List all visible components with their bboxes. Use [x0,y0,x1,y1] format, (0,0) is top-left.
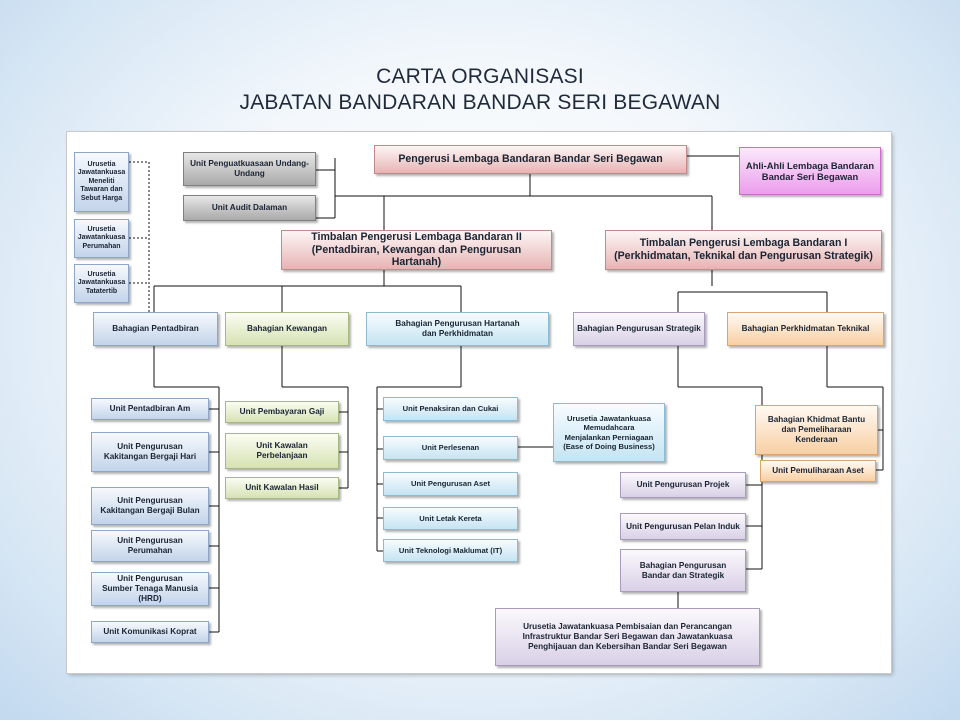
org-chart: Pengerusi Lembaga Bandaran Bandar Seri B… [67,132,891,673]
unit-hrd-box: Unit Pengurusan Sumber Tenaga Manusia (H… [91,572,209,606]
bahagian-kewangan-box: Bahagian Kewangan [225,312,349,346]
unit-perbelanjaan-box: Unit Kawalan Perbelanjaan [225,433,339,469]
urusetia-perumahan-box: Urusetia Jawatankuasa Perumahan [74,219,129,258]
unit-perlesenan-box: Unit Perlesenan [383,436,518,460]
bahagian-khidmat-bantu-box: Bahagian Khidmat Bantu dan Pemeliharaan … [755,405,878,455]
unit-pelan-induk-box: Unit Pengurusan Pelan Induk [620,513,746,540]
unit-komunikasi-box: Unit Komunikasi Koprat [91,621,209,643]
unit-kakitangan-hari-box: Unit Pengurusan Kakitangan Bergaji Hari [91,432,209,472]
unit-pemuliharaan-aset-box: Unit Pemuliharaan Aset [760,460,876,482]
unit-it-box: Unit Teknologi Maklumat (IT) [383,539,518,562]
unit-penaksiran-box: Unit Penaksiran dan Cukai [383,397,518,421]
bahagian-hartanah-box: Bahagian Pengurusan Hartanah dan Perkhid… [366,312,549,346]
timbalan-2-box: Timbalan Pengerusi Lembaga Bandaran II (… [281,230,552,270]
urusetia-tawaran-box: Urusetia Jawatankuasa Meneliti Tawaran d… [74,152,129,212]
unit-hasil-box: Unit Kawalan Hasil [225,477,339,499]
unit-pembayaran-box: Unit Pembayaran Gaji [225,401,339,423]
bahagian-bandar-strategik-box: Bahagian Pengurusan Bandar dan Strategik [620,549,746,592]
unit-pentadbiran-am-box: Unit Pentadbiran Am [91,398,209,420]
unit-audit-box: Unit Audit Dalaman [183,195,316,221]
connector-lines [129,155,884,633]
urusetia-ease-box: Urusetia Jawatankuasa Memudahcara Menjal… [553,403,665,462]
unit-penguatkuasaan-box: Unit Penguatkuasaan Undang-Undang [183,152,316,186]
title-line-2: JABATAN BANDARAN BANDAR SERI BEGAWAN [239,91,721,114]
unit-kereta-box: Unit Letak Kereta [383,507,518,530]
urusetia-infrastruktur-box: Urusetia Jawatankuasa Pembisaian dan Per… [495,608,760,666]
timbalan-1-box: Timbalan Pengerusi Lembaga Bandaran I (P… [605,230,882,270]
unit-kakitangan-bulan-box: Unit Pengurusan Kakitangan Bergaji Bulan [91,487,209,525]
title-line-1: CARTA ORGANISASI [376,65,584,88]
bahagian-pentadbiran-box: Bahagian Pentadbiran [93,312,218,346]
unit-aset-box: Unit Pengurusan Aset [383,472,518,496]
ahli-ahli-box: Ahli-Ahli Lembaga Bandaran Bandar Seri B… [739,147,881,195]
chart-title: CARTA ORGANISASI JABATAN BANDARAN BANDAR… [0,64,960,116]
unit-projek-box: Unit Pengurusan Projek [620,472,746,498]
bahagian-strategik-box: Bahagian Pengurusan Strategik [573,312,705,346]
bahagian-teknikal-box: Bahagian Perkhidmatan Teknikal [727,312,884,346]
pengerusi-box: Pengerusi Lembaga Bandaran Bandar Seri B… [374,145,687,174]
unit-perumahan-box: Unit Pengurusan Perumahan [91,530,209,562]
urusetia-tatatertib-box: Urusetia Jawatankuasa Tatatertib [74,264,129,303]
